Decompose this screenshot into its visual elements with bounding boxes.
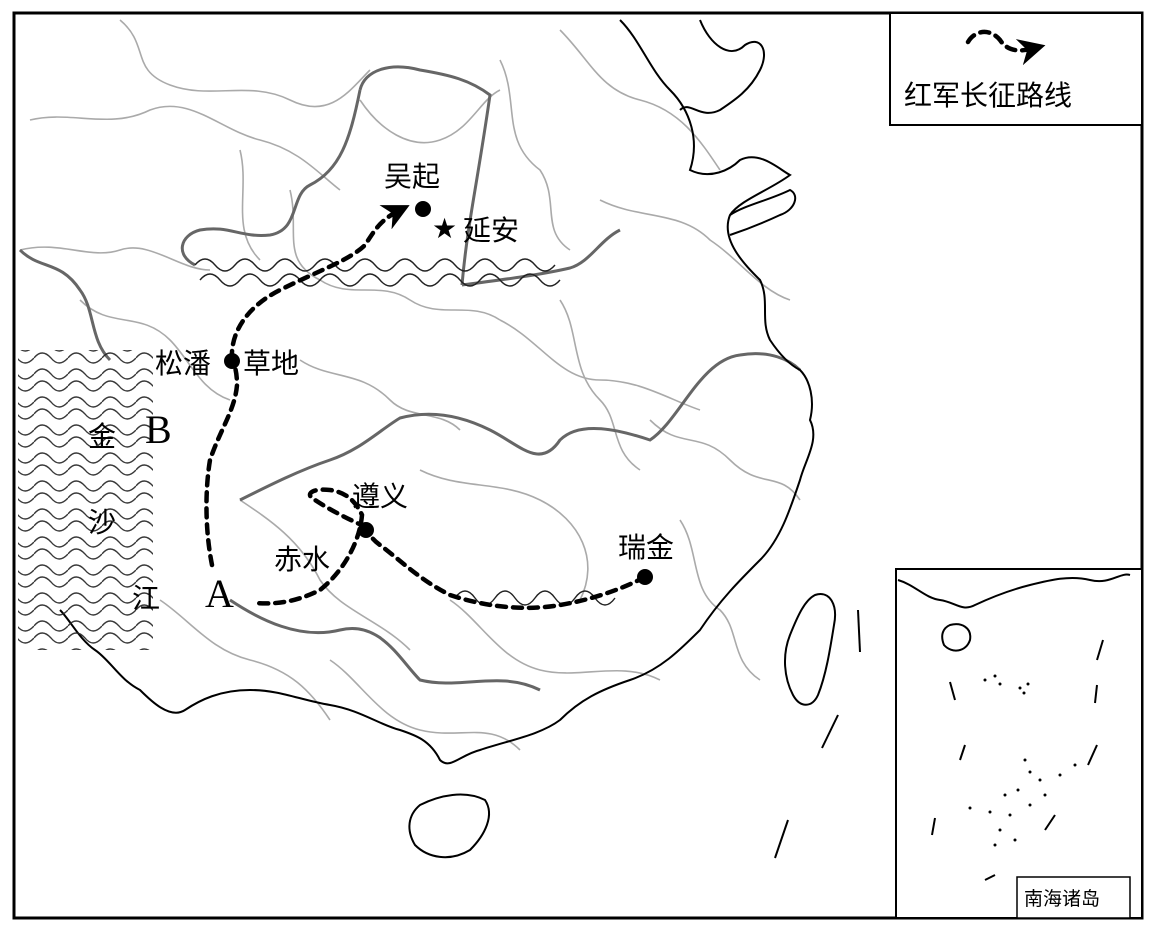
long-march-route-2 [252,487,369,606]
place-label-songpan: 松潘 [155,347,211,380]
taiwan-island [784,593,836,706]
songpan-dot [224,353,240,369]
legend-label: 红军长征路线 [904,79,1072,112]
place-label-caodi: 草地 [243,347,299,380]
river-jinsha-char-3: 江 [132,582,160,615]
place-label-chishui: 赤水 [274,543,330,576]
inset-islands [968,674,1077,847]
yanan-star-icon: ★ [432,212,457,245]
zunyi-dot [358,522,374,538]
inset-dash-line [931,639,1104,881]
river-jinsha-char-2: 沙 [88,506,116,539]
inset-hainan [941,623,972,652]
place-label-wuqi: 吴起 [384,160,440,193]
place-label-zunyi: 遵义 [352,480,408,513]
hainan-island [408,793,490,859]
regional-boundaries [18,65,802,692]
marker-b: B [145,407,172,452]
river-jinsha-char-1: 金 [88,420,116,453]
place-label-ruijin: 瑞金 [618,531,674,564]
place-label-yanan: 延安 [463,214,519,247]
legend-route-icon [965,29,1046,66]
legend: 红军长征路线 [889,12,1143,126]
inset-label: 南海诸岛 [1024,888,1100,910]
coastline [59,19,815,765]
inset-map: 南海诸岛 [895,568,1143,919]
long-march-route-3 [204,357,240,568]
jinsha-river-mountains [18,350,153,650]
outline-mark [857,609,861,653]
long-march-route-4 [229,205,410,363]
outline-mark [821,714,839,749]
mountain-range-north-2 [199,273,561,287]
ruijin-dot [637,569,653,585]
inset-coast [897,573,1131,609]
mountain-range-north [194,258,556,272]
marker-a: A [205,571,234,616]
provincial-boundaries [19,19,801,751]
outline-mark [774,819,789,859]
shandong-coast [729,188,797,236]
wuqi-dot [415,201,431,217]
liaodong-coast [679,19,765,114]
long-march-route [363,524,648,611]
